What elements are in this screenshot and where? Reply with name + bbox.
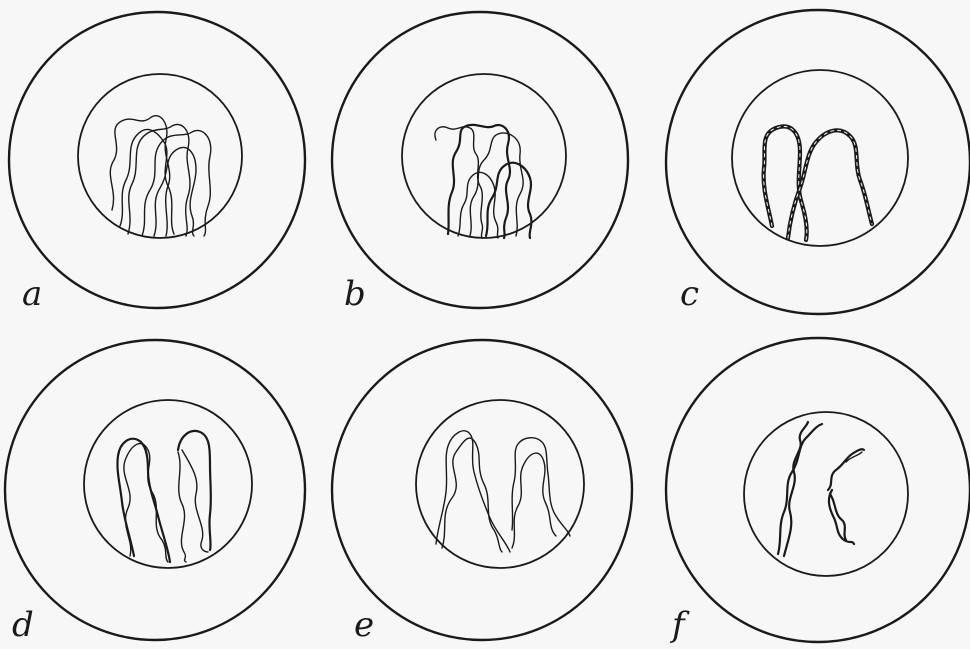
nucleus [402,74,566,238]
chromosome-pair-thick [764,126,872,240]
panel-f: f [666,338,970,645]
panel-c: c [666,10,970,314]
nucleus [744,412,908,576]
panel-label: c [680,274,699,314]
panel-label: a [22,274,42,314]
panel-label: e [354,605,374,645]
panel-e: e [332,340,632,645]
panel-b: b [332,12,628,314]
panel-a: a [9,12,305,314]
cell-wall [332,340,632,640]
cell-wall [9,12,305,308]
nucleus [416,400,584,568]
panel-label: b [344,274,366,314]
chromosome-pair-split [436,431,570,552]
panel-d: d [5,340,305,645]
cell-wall [666,338,970,642]
cell-wall [5,340,305,640]
cell-wall [666,10,970,314]
chromosome-pair-condensed [778,422,864,556]
chromosome-pair-twisted [117,431,210,562]
chromatin-threads [110,116,211,236]
panel-label: d [12,605,34,645]
panel-label: f [669,605,690,645]
nucleus [78,74,242,238]
nucleus [732,70,908,246]
chromatin-threads [435,125,531,238]
cell-wall [332,12,628,308]
nucleus [84,400,252,568]
